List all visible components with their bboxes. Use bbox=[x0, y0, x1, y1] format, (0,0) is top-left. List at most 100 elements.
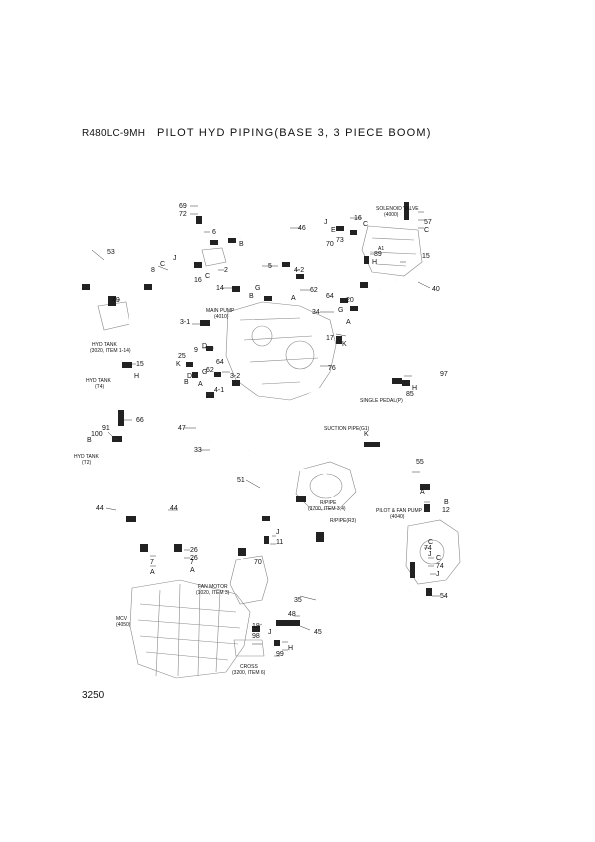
callout: 26 bbox=[190, 555, 198, 562]
callout: 16 bbox=[354, 215, 362, 222]
label-pilot-fan-pump-ref: (4040) bbox=[390, 514, 405, 520]
main-pump-outline bbox=[225, 301, 337, 401]
callout: 40 bbox=[432, 286, 440, 293]
callout: 14 bbox=[216, 285, 224, 292]
callout: 8 bbox=[151, 267, 155, 274]
callout: B bbox=[249, 293, 254, 300]
callout: H bbox=[134, 373, 139, 380]
callout: 45 bbox=[314, 629, 322, 636]
callout: 35 bbox=[294, 597, 302, 604]
callout: J bbox=[324, 219, 328, 226]
component-labels: SOLENOID VALVE (4000) MAIN PUMP (4010) H… bbox=[74, 206, 423, 676]
label-main-pump-ref: (4010) bbox=[214, 314, 229, 320]
callout: 57 bbox=[424, 219, 432, 226]
callout: G bbox=[338, 307, 343, 314]
label-cross: CROSS bbox=[240, 664, 258, 670]
callout: 91 bbox=[102, 425, 110, 432]
fittings bbox=[82, 202, 432, 646]
callout: 89 bbox=[374, 251, 382, 258]
label-mcv-ref: (4050) bbox=[116, 622, 131, 628]
callout: 33 bbox=[194, 447, 202, 454]
label-fan-motor: FAN MOTOR bbox=[198, 584, 228, 590]
callout: 74 bbox=[424, 545, 432, 552]
callout: C bbox=[205, 273, 210, 280]
label-r-pipe-r3: R/PIPE(R3) bbox=[330, 518, 356, 524]
callout: 99 bbox=[276, 651, 284, 658]
callout: G bbox=[255, 285, 260, 292]
callout: 26 bbox=[190, 547, 198, 554]
callout: H bbox=[288, 645, 293, 652]
label-solenoid-valve: SOLENOID VALVE bbox=[376, 206, 419, 212]
callout: 7 bbox=[190, 559, 194, 566]
cross-outline bbox=[233, 639, 265, 657]
callout: 85 bbox=[406, 391, 414, 398]
callout: B bbox=[87, 437, 92, 444]
callout: A bbox=[420, 489, 425, 496]
callout: 5 bbox=[268, 263, 272, 270]
callout: 54 bbox=[440, 593, 448, 600]
callout: 62 bbox=[310, 287, 318, 294]
callout: J bbox=[428, 551, 432, 558]
page-number: 3250 bbox=[82, 690, 105, 701]
callout: J bbox=[173, 255, 177, 262]
callout: 97 bbox=[440, 371, 448, 378]
callout: 64 bbox=[216, 359, 224, 366]
pilot-fan-pump-outline bbox=[405, 519, 461, 585]
callout: 17 bbox=[326, 335, 334, 342]
callout: J bbox=[276, 529, 280, 536]
callout: 3-1 bbox=[180, 319, 190, 326]
fan-motor-outline bbox=[229, 555, 269, 605]
callout: K bbox=[364, 431, 369, 438]
mcv-outline bbox=[129, 579, 251, 679]
callout: B bbox=[184, 379, 189, 386]
callout: 12 bbox=[442, 507, 450, 514]
callout: 51 bbox=[237, 477, 245, 484]
callout: 98 bbox=[252, 633, 260, 640]
callout: 6 bbox=[212, 229, 216, 236]
callout: C bbox=[436, 555, 441, 562]
callout: 2 bbox=[224, 267, 228, 274]
callout: 44 bbox=[96, 505, 104, 512]
callout: 9 bbox=[194, 347, 198, 354]
solenoid-valve-outline bbox=[361, 225, 423, 277]
callout: 64 bbox=[326, 293, 334, 300]
label-solenoid-valve-ref: (4000) bbox=[384, 212, 399, 218]
callout: 55 bbox=[416, 459, 424, 466]
label-hyd-tank-t4: HYD TANK bbox=[86, 378, 111, 384]
callout: 47 bbox=[178, 425, 186, 432]
callout: A bbox=[150, 569, 155, 576]
callout: 16 bbox=[194, 277, 202, 284]
callout: 70 bbox=[326, 241, 334, 248]
callout: K bbox=[342, 341, 347, 348]
callout: 11 bbox=[276, 539, 283, 546]
label-hyd-tank: HYD TANK bbox=[92, 342, 117, 348]
callout: A bbox=[346, 319, 351, 326]
callout: 15 bbox=[422, 253, 430, 260]
callout: 4-2 bbox=[294, 267, 304, 274]
leader-lines bbox=[91, 205, 440, 657]
callout: 69 bbox=[179, 203, 187, 210]
callout: 73 bbox=[336, 237, 344, 244]
callout: 62 bbox=[206, 367, 214, 374]
callout: 18 bbox=[252, 623, 260, 630]
callout: 4-1 bbox=[214, 387, 224, 394]
callout: H bbox=[412, 385, 417, 392]
callout: A bbox=[190, 567, 195, 574]
callout: A1 bbox=[378, 246, 384, 252]
callout: 66 bbox=[136, 417, 144, 424]
callout: E bbox=[331, 227, 336, 234]
callout: 74 bbox=[436, 563, 444, 570]
callout: C bbox=[363, 221, 368, 228]
label-hyd-tank-ref: (3020, ITEM 1-14) bbox=[90, 348, 131, 354]
callout: 34 bbox=[312, 309, 320, 316]
label-hyd-tank-t4-tag: (T4) bbox=[95, 384, 105, 390]
model-code: R480LC-9MH bbox=[82, 128, 146, 139]
callout-labels: 69 72 6 46 16 C 57 C J E B 70 73 53 C 8 … bbox=[87, 203, 450, 658]
callout: C bbox=[428, 539, 433, 546]
label-hyd-tank-t2-tag: (T2) bbox=[82, 460, 92, 466]
callout: B bbox=[239, 241, 244, 248]
callout: 3-2 bbox=[230, 373, 240, 380]
callout: 25 bbox=[178, 353, 186, 360]
callout: J bbox=[268, 629, 272, 636]
